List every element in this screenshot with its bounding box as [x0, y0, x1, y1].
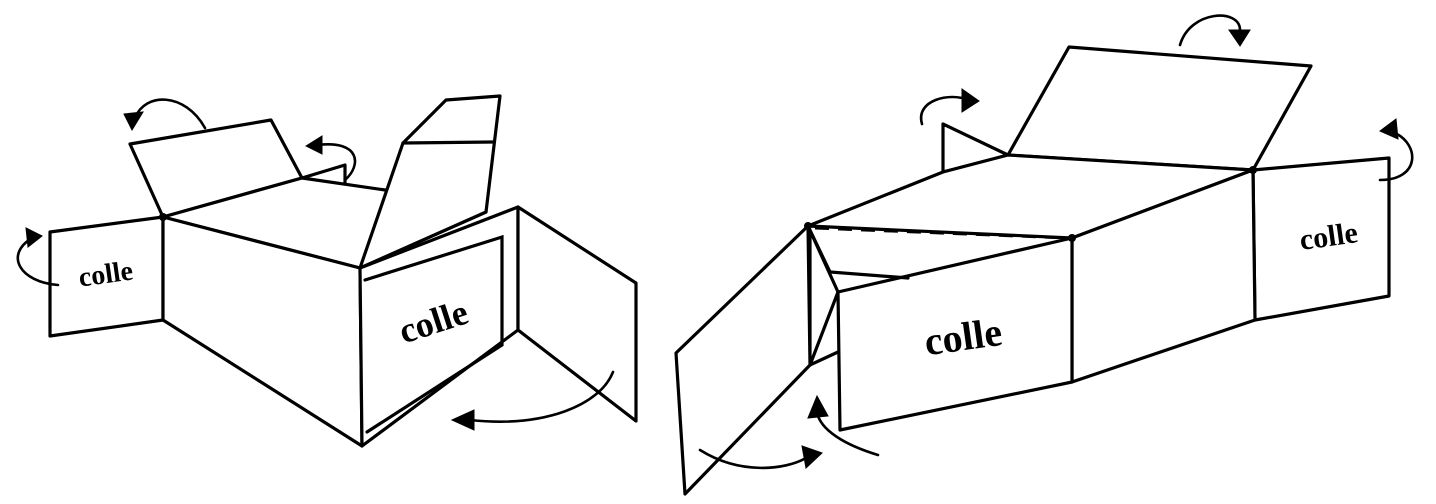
curved-arrow-icon	[1378, 118, 1414, 182]
left-box-right-swing-panel	[516, 205, 638, 423]
right-box-right-flap-label: colle	[1298, 216, 1360, 257]
right-box-left-swing-panel	[674, 224, 812, 496]
curved-arrow-icon	[450, 370, 615, 431]
curved-arrow-icon	[304, 135, 357, 182]
right-box-inner-fold	[806, 224, 840, 367]
right-box: colle colle	[674, 14, 1414, 496]
right-box-front-panel-label: colle	[922, 309, 1005, 364]
curved-arrow-icon	[16, 227, 60, 287]
curved-arrow-icon	[919, 88, 980, 126]
curved-arrow-icon	[123, 98, 207, 132]
curved-arrow-icon	[698, 445, 823, 470]
right-box-front-panel	[836, 236, 1074, 432]
left-box-front-raised-flap	[358, 94, 502, 270]
curved-arrow-icon	[1178, 14, 1251, 47]
right-box-top-back-flap	[1006, 45, 1313, 172]
curved-arrow-icon	[807, 394, 880, 457]
left-box-left-flap-label: colle	[77, 255, 135, 293]
left-box: colle colle	[16, 94, 638, 448]
